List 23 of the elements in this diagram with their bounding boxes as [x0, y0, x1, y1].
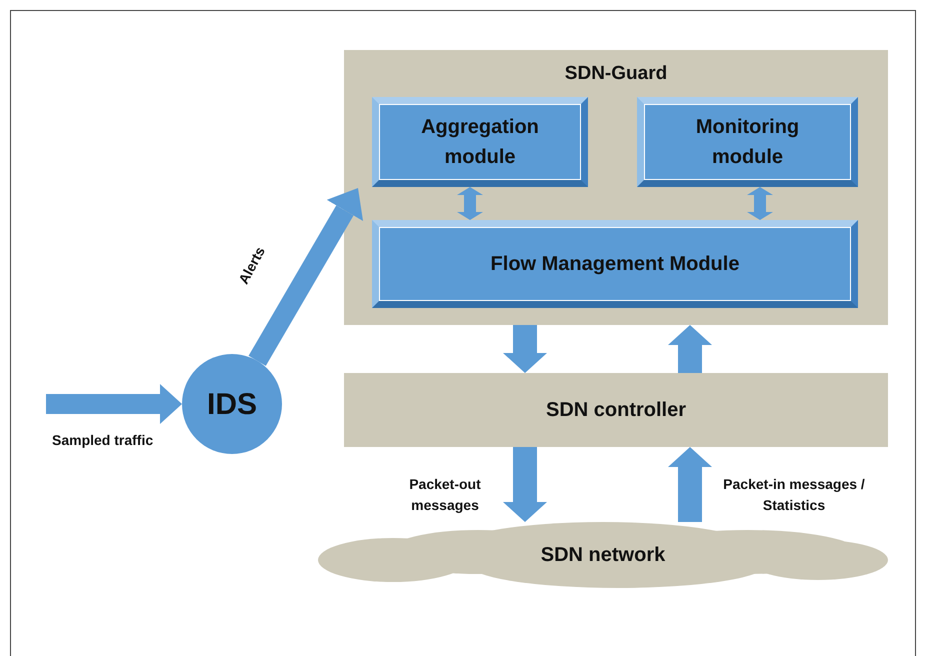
node-label: Flow Management Module: [490, 252, 740, 277]
panel-title: SDN-Guard: [564, 62, 668, 86]
node-label: SDN network: [540, 543, 666, 568]
node-label: Aggregation module: [420, 115, 540, 170]
node-label: IDS: [206, 386, 257, 422]
node-label: SDN controller: [544, 398, 688, 423]
controller-box: [344, 373, 888, 447]
block-arrow: [503, 325, 547, 373]
double-arrow: [457, 187, 483, 220]
module-box: [372, 97, 588, 187]
block-arrow: [46, 384, 182, 424]
double-arrow: [747, 187, 773, 220]
edge-label: Packet-in messages / Statistics: [722, 475, 866, 515]
block-arrow: [668, 325, 712, 373]
block-arrow: [503, 447, 547, 522]
edge-label: Packet-out messages: [408, 475, 482, 515]
block-arrow: [668, 447, 712, 522]
module-box: [372, 220, 858, 308]
module-box: [637, 97, 858, 187]
node-label: Monitoring module: [694, 115, 800, 170]
edge-label: Sampled traffic: [52, 431, 154, 450]
block-arrow: [248, 188, 364, 366]
system-panel: [344, 50, 888, 325]
